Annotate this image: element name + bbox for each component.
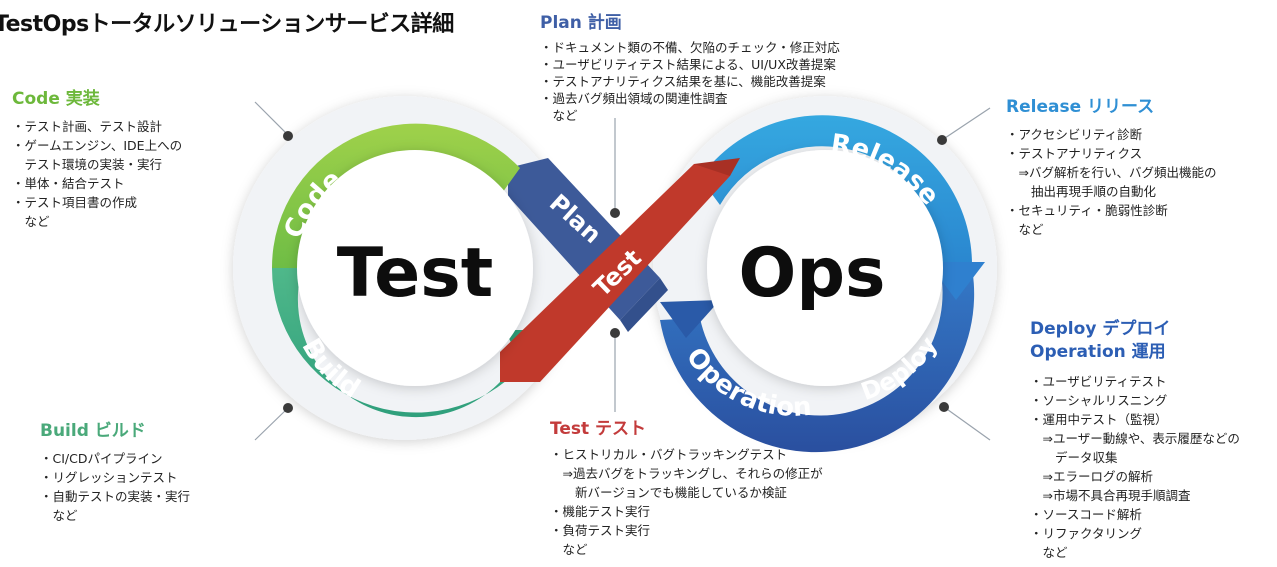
build-segment	[271, 268, 530, 418]
code-item-list: ・テスト計画、テスト設計 ・ゲームエンジン、IDE上への テスト環境の実装・実行…	[12, 117, 182, 231]
list-item: ・ソーシャルリスニング	[1030, 393, 1168, 408]
list-item: など	[1006, 222, 1044, 237]
list-item: データ収集	[1030, 450, 1118, 465]
list-item: ・単体・結合テスト	[12, 176, 125, 191]
list-item: など	[12, 214, 50, 229]
list-item: ・テスト項目書の作成	[12, 195, 138, 210]
list-item: 新バージョンでも機能しているか検証	[550, 485, 787, 500]
list-item: ・ユーザビリティテスト	[1030, 374, 1167, 389]
plan-item-list: ・ドキュメント類の不備、欠陥のチェック・修正対応 ・ユーザビリティテスト結果によ…	[540, 39, 840, 124]
list-item: ・テスト計画、テスト設計	[12, 119, 163, 134]
deploy-segment	[660, 268, 975, 453]
leader-lines	[254, 101, 991, 441]
list-item: ・ゲームエンジン、IDE上への	[12, 138, 183, 153]
release-dot	[937, 135, 947, 145]
deploy-leader-line	[943, 406, 991, 441]
connector-dots	[283, 131, 949, 413]
list-item: ⇒市場不具合再現手順調査	[1030, 488, 1191, 503]
plan-dot	[610, 208, 620, 218]
release-segment	[700, 115, 973, 268]
build-leader-line	[254, 407, 289, 441]
test-section: Test テスト ・ヒストリカル・バグトラッキングテスト ⇒過去バグをトラッキン…	[550, 414, 823, 559]
operation-arrowhead	[660, 300, 720, 338]
list-item: ・CI/CDパイプライン	[40, 451, 163, 466]
list-item: ・ユーザビリティテスト結果による、UI/UX改善提案	[540, 57, 836, 72]
test-item-list: ・ヒストリカル・バグトラッキングテスト ⇒過去バグをトラッキングし、それらの修正…	[550, 445, 823, 559]
list-item: ・ヒストリカル・バグトラッキングテスト	[550, 447, 788, 462]
list-item: ・負荷テスト実行	[550, 523, 651, 538]
list-item: ・セキュリティ・脆弱性診断	[1006, 203, 1168, 218]
build-section-title: Build ビルド	[40, 421, 146, 441]
list-item: ・機能テスト実行	[550, 504, 651, 519]
list-item: ・リファクタリング	[1030, 526, 1143, 541]
deploy-section: Deploy デプロイ Operation 運用 ・ユーザビリティテスト ・ソー…	[1030, 318, 1240, 562]
list-item: ・アクセシビリティ診断	[1006, 127, 1143, 142]
list-item: など	[550, 542, 588, 557]
list-item: など	[40, 508, 78, 523]
code-section-title: Code 実装	[12, 89, 100, 109]
list-item: ⇒エラーログの解析	[1030, 469, 1153, 484]
list-item: ⇒バグ解析を行い、バグ頻出機能の	[1006, 165, 1217, 180]
list-item: テスト環境の実装・実行	[12, 157, 163, 172]
list-item: など	[540, 108, 578, 123]
deploy-section-title: Deploy デプロイ	[1030, 319, 1171, 339]
list-item: ・ソースコード解析	[1030, 507, 1142, 522]
list-item: ・自動テストの実装・実行	[40, 489, 191, 504]
release-item-list: ・アクセシビリティ診断 ・テストアナリティクス ⇒バグ解析を行い、バグ頻出機能の…	[1006, 125, 1216, 239]
build-dot	[283, 403, 293, 413]
list-item: ⇒過去バグをトラッキングし、それらの修正が	[550, 466, 823, 481]
operation-section-title: Operation 運用	[1030, 342, 1166, 362]
right-word: Ops	[739, 234, 886, 313]
list-item: ・リグレッションテスト	[40, 470, 178, 485]
deploy-item-list: ・ユーザビリティテスト ・ソーシャルリスニング ・運用中テスト（監視） ⇒ユーザ…	[1030, 372, 1240, 562]
build-section: Build ビルド ・CI/CDパイプライン ・リグレッションテスト ・自動テス…	[40, 416, 190, 525]
list-item: ・テストアナリティクス結果を基に、機能改善提案	[540, 74, 826, 89]
test-section-title: Test テスト	[550, 419, 647, 439]
build-item-list: ・CI/CDパイプライン ・リグレッションテスト ・自動テストの実装・実行 など	[40, 449, 190, 525]
release-section: Release リリース ・アクセシビリティ診断 ・テストアナリティクス ⇒バグ…	[1006, 92, 1216, 239]
release-section-title: Release リリース	[1006, 97, 1155, 117]
list-item: ・過去バグ頻出領域の関連性調査	[540, 91, 728, 106]
plan-section: Plan 計画 ・ドキュメント類の不備、欠陥のチェック・修正対応 ・ユーザビリテ…	[540, 8, 840, 124]
left-word: Test	[337, 234, 493, 313]
list-item: ・テストアナリティクス	[1006, 146, 1143, 161]
code-section: Code 実装 ・テスト計画、テスト設計 ・ゲームエンジン、IDE上への テスト…	[12, 84, 182, 231]
code-dot	[283, 131, 293, 141]
right-inner-disk	[707, 150, 943, 386]
left-inner-disk	[297, 150, 533, 386]
deploy-dot	[939, 402, 949, 412]
plan-section-title: Plan 計画	[540, 13, 622, 33]
code-leader-line	[254, 101, 289, 136]
test-band	[500, 164, 730, 382]
list-item: など	[1030, 545, 1068, 560]
list-item: ⇒ユーザー動線や、表示履歴などの	[1030, 431, 1240, 446]
list-item: ・運用中テスト（監視）	[1030, 412, 1168, 427]
list-item: 抽出再現手順の自動化	[1006, 184, 1157, 199]
test-dot	[610, 328, 620, 338]
release-leader-line	[941, 107, 991, 141]
list-item: ・ドキュメント類の不備、欠陥のチェック・修正対応	[540, 40, 840, 55]
page-title: TestOpsトータルソリューションサービス詳細	[0, 12, 454, 37]
